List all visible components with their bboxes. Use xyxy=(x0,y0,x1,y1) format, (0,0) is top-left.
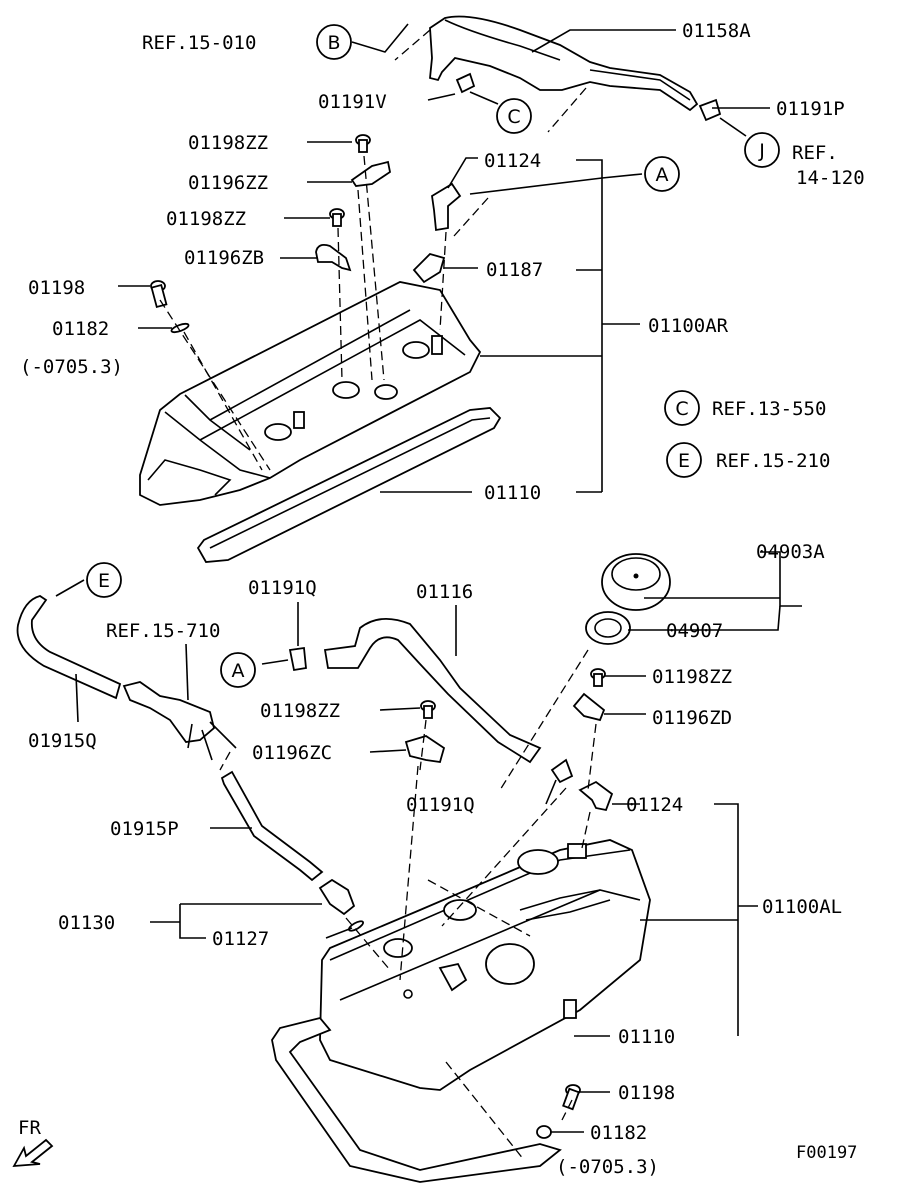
gasket-01182-bot[interactable] xyxy=(536,1125,552,1139)
bolt-01198zz-b[interactable] xyxy=(329,208,345,227)
label-01100al: 01100AL xyxy=(762,896,842,918)
bolt-01198zz-d[interactable] xyxy=(590,668,606,687)
label-01196zb: 01196ZB xyxy=(184,247,264,269)
label-01182-bot: 01182 xyxy=(590,1122,647,1144)
label-04907: 04907 xyxy=(666,620,723,642)
hose-01915p[interactable] xyxy=(220,770,324,882)
gasket-01182-top[interactable] xyxy=(170,322,190,334)
label-01116: 01116 xyxy=(416,581,473,603)
svg-text:J: J xyxy=(758,140,765,162)
label-01198zz-a: 01198ZZ xyxy=(188,132,268,154)
fitting-01130[interactable] xyxy=(318,878,356,916)
svg-text:B: B xyxy=(327,32,340,54)
label-ref-13-550: REF.13-550 xyxy=(712,398,826,420)
label-ref-15-010: REF.15-010 xyxy=(142,32,256,54)
clamp-01191q-mid[interactable] xyxy=(550,758,574,784)
marker-e: E xyxy=(86,562,122,598)
marker-j: J xyxy=(744,132,780,168)
label-01124-bot: 01124 xyxy=(626,794,683,816)
hose-01915q[interactable] xyxy=(16,595,122,700)
bracket-01196zb[interactable] xyxy=(315,243,352,272)
label-01191q-mid: 01191Q xyxy=(406,794,475,816)
svg-text:E: E xyxy=(678,450,690,472)
bolt-01198zz-c[interactable] xyxy=(420,700,436,719)
label-01198zz-d: 01198ZZ xyxy=(652,666,732,688)
bracket-01196zd[interactable] xyxy=(572,692,606,722)
label-01130: 01130 xyxy=(58,912,115,934)
label-01196zz: 01196ZZ xyxy=(188,172,268,194)
label-01158a: 01158A xyxy=(682,20,751,42)
label-01196zc: 01196ZC xyxy=(252,742,332,764)
clamp-01191p[interactable] xyxy=(698,98,722,122)
marker-a-top: A xyxy=(644,156,680,192)
elbow-01124-bot[interactable] xyxy=(578,780,614,812)
label-01198zz-b: 01198ZZ xyxy=(166,208,246,230)
label-ref-15-710: REF.15-710 xyxy=(106,620,220,642)
label-0705-bot: (-0705.3) xyxy=(556,1156,659,1178)
svg-text:C: C xyxy=(675,398,688,420)
svg-text:E: E xyxy=(98,570,110,592)
svg-text:A: A xyxy=(656,164,669,186)
label-ref-15-210: REF.15-210 xyxy=(716,450,830,472)
label-0705-top: (-0705.3) xyxy=(20,356,123,378)
bolt-01198-top[interactable] xyxy=(150,280,168,309)
label-01198-top: 01198 xyxy=(28,277,85,299)
connector-ref-15-710 xyxy=(122,681,237,761)
label-01124-top: 01124 xyxy=(484,150,541,172)
bracket-01196zc[interactable] xyxy=(404,735,446,764)
bolt-01198zz-a[interactable] xyxy=(355,134,371,153)
label-01127: 01127 xyxy=(212,928,269,950)
gasket-01110-top[interactable] xyxy=(196,407,502,563)
label-04903a: 04903A xyxy=(756,541,825,563)
label-fr: FR xyxy=(18,1117,41,1139)
label-ref-14-120-b: 14-120 xyxy=(796,167,865,189)
svg-text:A: A xyxy=(232,660,245,682)
clamp-01191v[interactable] xyxy=(455,72,476,94)
bolt-01198-bot[interactable] xyxy=(562,1084,581,1111)
rocker-cover-left[interactable] xyxy=(319,839,651,1091)
label-01110-bot: 01110 xyxy=(618,1026,675,1048)
gasket-01110-bot[interactable] xyxy=(271,1016,562,1183)
label-01110-top: 01110 xyxy=(484,482,541,504)
pcv-valve-01187[interactable] xyxy=(412,252,446,284)
front-arrow-icon xyxy=(12,1138,54,1168)
label-01100ar: 01100AR xyxy=(648,315,729,337)
rocker-cover-right[interactable] xyxy=(139,281,482,506)
marker-c-top: C xyxy=(496,98,532,134)
label-01191q-top: 01191Q xyxy=(248,577,317,599)
seal-01127[interactable] xyxy=(348,919,365,932)
marker-b: B xyxy=(316,24,352,60)
label-01187: 01187 xyxy=(486,259,543,281)
figure-code: F00197 xyxy=(796,1143,857,1163)
label-01198zz-c: 01198ZZ xyxy=(260,700,340,722)
label-01196zd: 01196ZD xyxy=(652,707,732,729)
label-ref-14-120-a: REF. xyxy=(792,142,838,164)
hose-01116[interactable] xyxy=(323,618,542,764)
marker-a-bot: A xyxy=(220,652,256,688)
dashed-guides xyxy=(159,29,597,1161)
leader-lines xyxy=(55,23,802,1133)
label-01182-top: 01182 xyxy=(52,318,109,340)
marker-c-ref: C xyxy=(664,390,700,426)
breather-hose-top[interactable] xyxy=(429,15,699,112)
clamp-01191q-top[interactable] xyxy=(288,646,307,672)
oil-filler-cap-04903a[interactable] xyxy=(601,553,671,611)
label-01915q: 01915Q xyxy=(28,730,97,752)
gasket-04907[interactable] xyxy=(585,611,631,645)
marker-e-ref: E xyxy=(666,442,702,478)
bracket-01196zz[interactable] xyxy=(350,160,392,187)
label-01915p: 01915P xyxy=(110,818,179,840)
svg-text:C: C xyxy=(507,106,520,128)
label-01198-bot: 01198 xyxy=(618,1082,675,1104)
label-01191v: 01191V xyxy=(318,91,387,113)
elbow-01124-top[interactable] xyxy=(431,182,462,232)
label-01191p: 01191P xyxy=(776,98,845,120)
